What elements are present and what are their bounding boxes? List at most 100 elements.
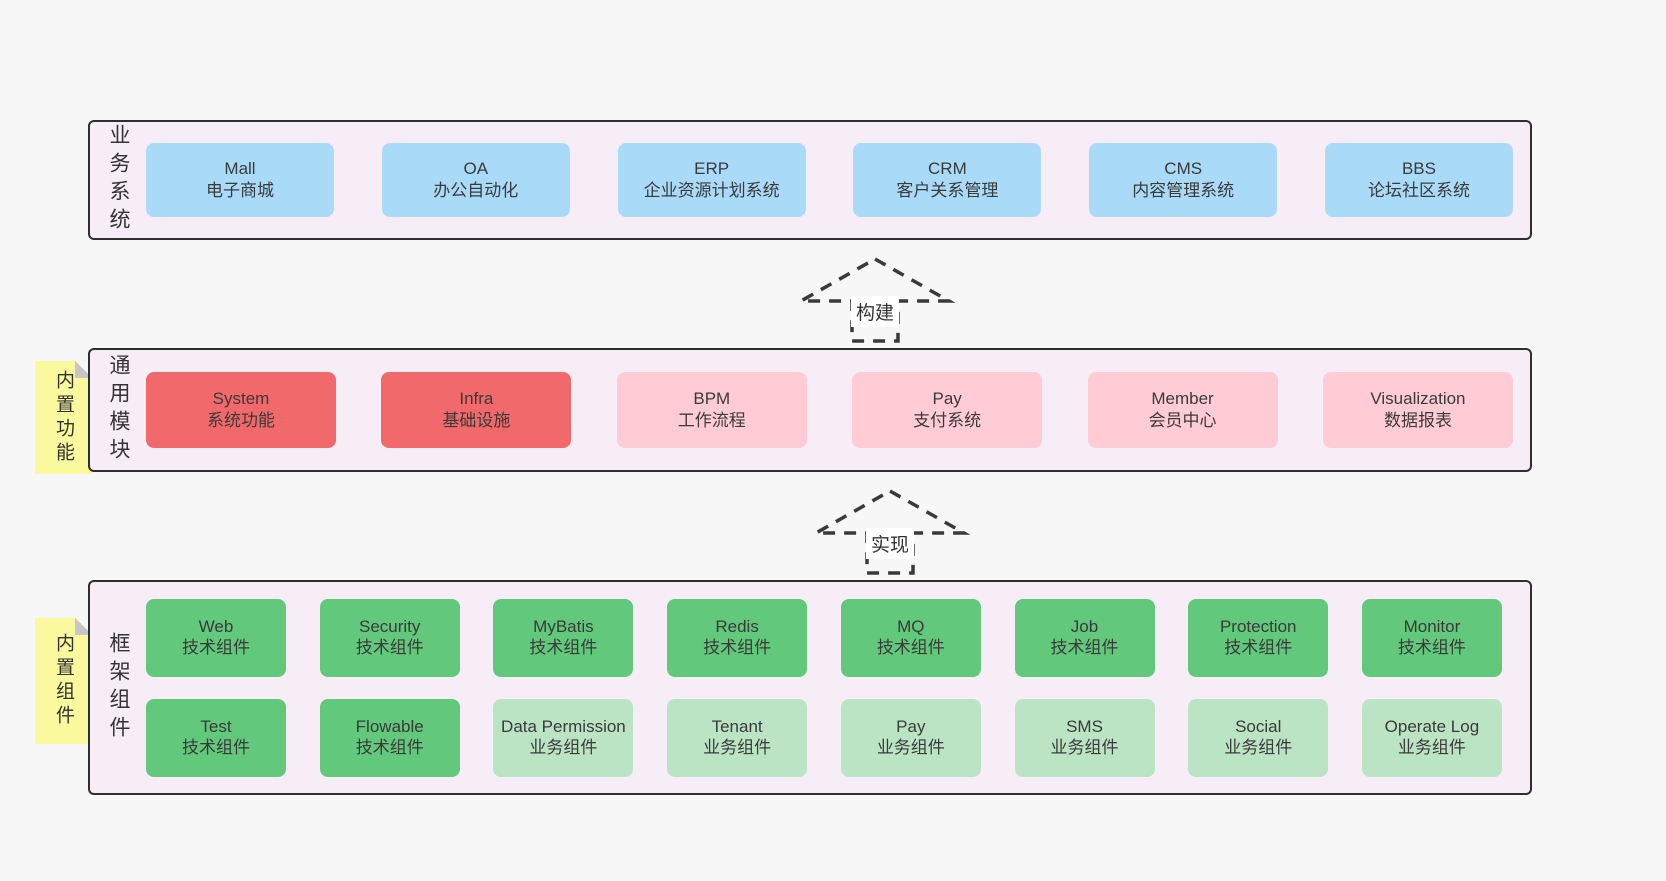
box-operate-log: Operate Log 业务组件: [1361, 698, 1502, 777]
layer-framework-label: 框架组件: [107, 631, 130, 744]
box-subtitle: 业务组件: [876, 737, 945, 757]
box-mall: Mall 电子商城: [146, 143, 334, 217]
layer-framework-components: 框架组件 Web 技术组件 Security 技术组件 MyBatis 技术组件…: [88, 580, 1532, 795]
box-subtitle: 支付系统: [913, 411, 982, 430]
box-visualization: Visualization 数据报表: [1322, 372, 1513, 448]
framework-row-2: Test 技术组件 Flowable 技术组件 Data Permission …: [146, 698, 1502, 777]
box-sms: SMS 业务组件: [1014, 698, 1155, 777]
box-security: Security 技术组件: [319, 598, 460, 677]
dashed-up-arrow-icon: [810, 488, 970, 575]
box-title: Infra: [459, 388, 494, 408]
box-title: Mall: [224, 158, 256, 178]
box-system: System 系统功能: [146, 372, 336, 448]
box-title: ERP: [694, 158, 730, 178]
business-boxes: Mall 电子商城 OA 办公自动化 ERP 企业资源计划系统 CRM 客户关系…: [146, 122, 1530, 238]
box-subtitle: 系统功能: [207, 411, 275, 430]
box-subtitle: 电子商城: [206, 181, 274, 200]
box-mq: MQ 技术组件: [840, 598, 981, 677]
box-subtitle: 数据报表: [1383, 411, 1452, 430]
layer-common-modules: 通用模块 System 系统功能 Infra 基础设施 BPM 工作流程 Pay…: [88, 348, 1532, 472]
box-subtitle: 技术组件: [182, 737, 250, 757]
box-crm: CRM 客户关系管理: [853, 143, 1042, 217]
box-mybatis: MyBatis 技术组件: [493, 598, 634, 677]
box-title: Web: [198, 616, 234, 636]
box-subtitle: 工作流程: [677, 411, 746, 430]
box-subtitle: 技术组件: [1050, 637, 1119, 657]
box-data-permission: Data Permission 业务组件: [493, 698, 634, 777]
folded-corner-icon: [75, 361, 92, 378]
arrow-implement: 实现: [810, 488, 970, 576]
box-subtitle: 基础设施: [442, 411, 511, 430]
layer-business-label: 业务系统: [107, 124, 130, 236]
box-title: Redis: [715, 616, 759, 636]
box-title: MyBatis: [533, 616, 594, 636]
box-title: Pay: [896, 716, 926, 736]
box-title: CMS: [1164, 158, 1203, 178]
box-title: OA: [463, 158, 489, 178]
box-web: Web 技术组件: [146, 598, 286, 677]
box-subtitle: 业务组件: [529, 737, 598, 757]
box-subtitle: 技术组件: [876, 637, 945, 657]
box-cms: CMS 内容管理系统: [1089, 143, 1278, 217]
sticky-note-builtin-features: 内置功能: [35, 361, 92, 474]
box-subtitle: 内容管理系统: [1132, 181, 1235, 200]
box-title: Flowable: [355, 716, 424, 736]
box-subtitle: 论坛社区系统: [1367, 181, 1470, 200]
arrow-implement-label: 实现: [865, 528, 915, 559]
framework-row-1: Web 技术组件 Security 技术组件 MyBatis 技术组件 Redi…: [146, 598, 1502, 677]
layer-business-systems: 业务系统 Mall 电子商城 OA 办公自动化 ERP 企业资源计划系统 CRM…: [88, 120, 1532, 240]
box-oa: OA 办公自动化: [381, 143, 570, 217]
box-tenant: Tenant 业务组件: [667, 698, 808, 777]
box-title: CRM: [928, 158, 967, 178]
box-erp: ERP 企业资源计划系统: [617, 143, 806, 217]
box-title: Social: [1235, 716, 1282, 736]
box-title: Operate Log: [1384, 716, 1480, 736]
box-title: Pay: [932, 388, 962, 408]
box-subtitle: 技术组件: [1224, 637, 1293, 657]
box-subtitle: 客户关系管理: [896, 181, 999, 200]
box-subtitle: 业务组件: [703, 737, 772, 757]
box-bbs: BBS 论坛社区系统: [1324, 143, 1513, 217]
box-pay-component: Pay 业务组件: [840, 698, 981, 777]
box-subtitle: 技术组件: [355, 737, 424, 757]
box-title: BPM: [693, 388, 731, 408]
module-boxes: System 系统功能 Infra 基础设施 BPM 工作流程 Pay 支付系统…: [146, 350, 1530, 470]
box-title: Security: [358, 616, 421, 636]
box-title: Test: [200, 716, 232, 736]
box-subtitle: 业务组件: [1224, 737, 1293, 757]
arrow-build-label: 构建: [850, 296, 900, 327]
box-title: Visualization: [1370, 388, 1466, 408]
box-subtitle: 技术组件: [703, 637, 772, 657]
box-title: BBS: [1401, 158, 1436, 178]
layer-modules-label: 通用模块: [107, 354, 130, 466]
box-test: Test 技术组件: [146, 698, 286, 777]
box-social: Social 业务组件: [1188, 698, 1329, 777]
box-protection: Protection 技术组件: [1188, 598, 1329, 677]
box-title: Tenant: [711, 716, 763, 736]
box-subtitle: 技术组件: [182, 637, 250, 657]
box-title: SMS: [1066, 716, 1103, 736]
box-title: Data Permission: [501, 716, 626, 736]
sticky-note-builtin-components: 内置组件: [35, 618, 92, 744]
box-subtitle: 业务组件: [1397, 737, 1466, 757]
arrow-build: 构建: [795, 256, 955, 344]
box-subtitle: 技术组件: [529, 637, 598, 657]
folded-corner-icon: [75, 618, 92, 635]
box-title: MQ: [897, 616, 925, 636]
box-title: Monitor: [1403, 616, 1461, 636]
box-subtitle: 会员中心: [1148, 411, 1217, 430]
box-subtitle: 办公自动化: [433, 181, 519, 200]
box-title: Member: [1151, 388, 1214, 408]
box-member: Member 会员中心: [1087, 372, 1278, 448]
box-subtitle: 技术组件: [1397, 637, 1466, 657]
box-bpm: BPM 工作流程: [616, 372, 807, 448]
sticky-note-text: 内置组件: [53, 633, 74, 729]
dashed-up-arrow-icon: [795, 256, 955, 343]
framework-rows: Web 技术组件 Security 技术组件 MyBatis 技术组件 Redi…: [146, 582, 1530, 793]
box-flowable: Flowable 技术组件: [319, 698, 460, 777]
box-title: Job: [1070, 616, 1099, 636]
box-job: Job 技术组件: [1014, 598, 1155, 677]
sticky-note-text: 内置功能: [53, 369, 74, 466]
box-redis: Redis 技术组件: [667, 598, 808, 677]
box-monitor: Monitor 技术组件: [1361, 598, 1502, 677]
